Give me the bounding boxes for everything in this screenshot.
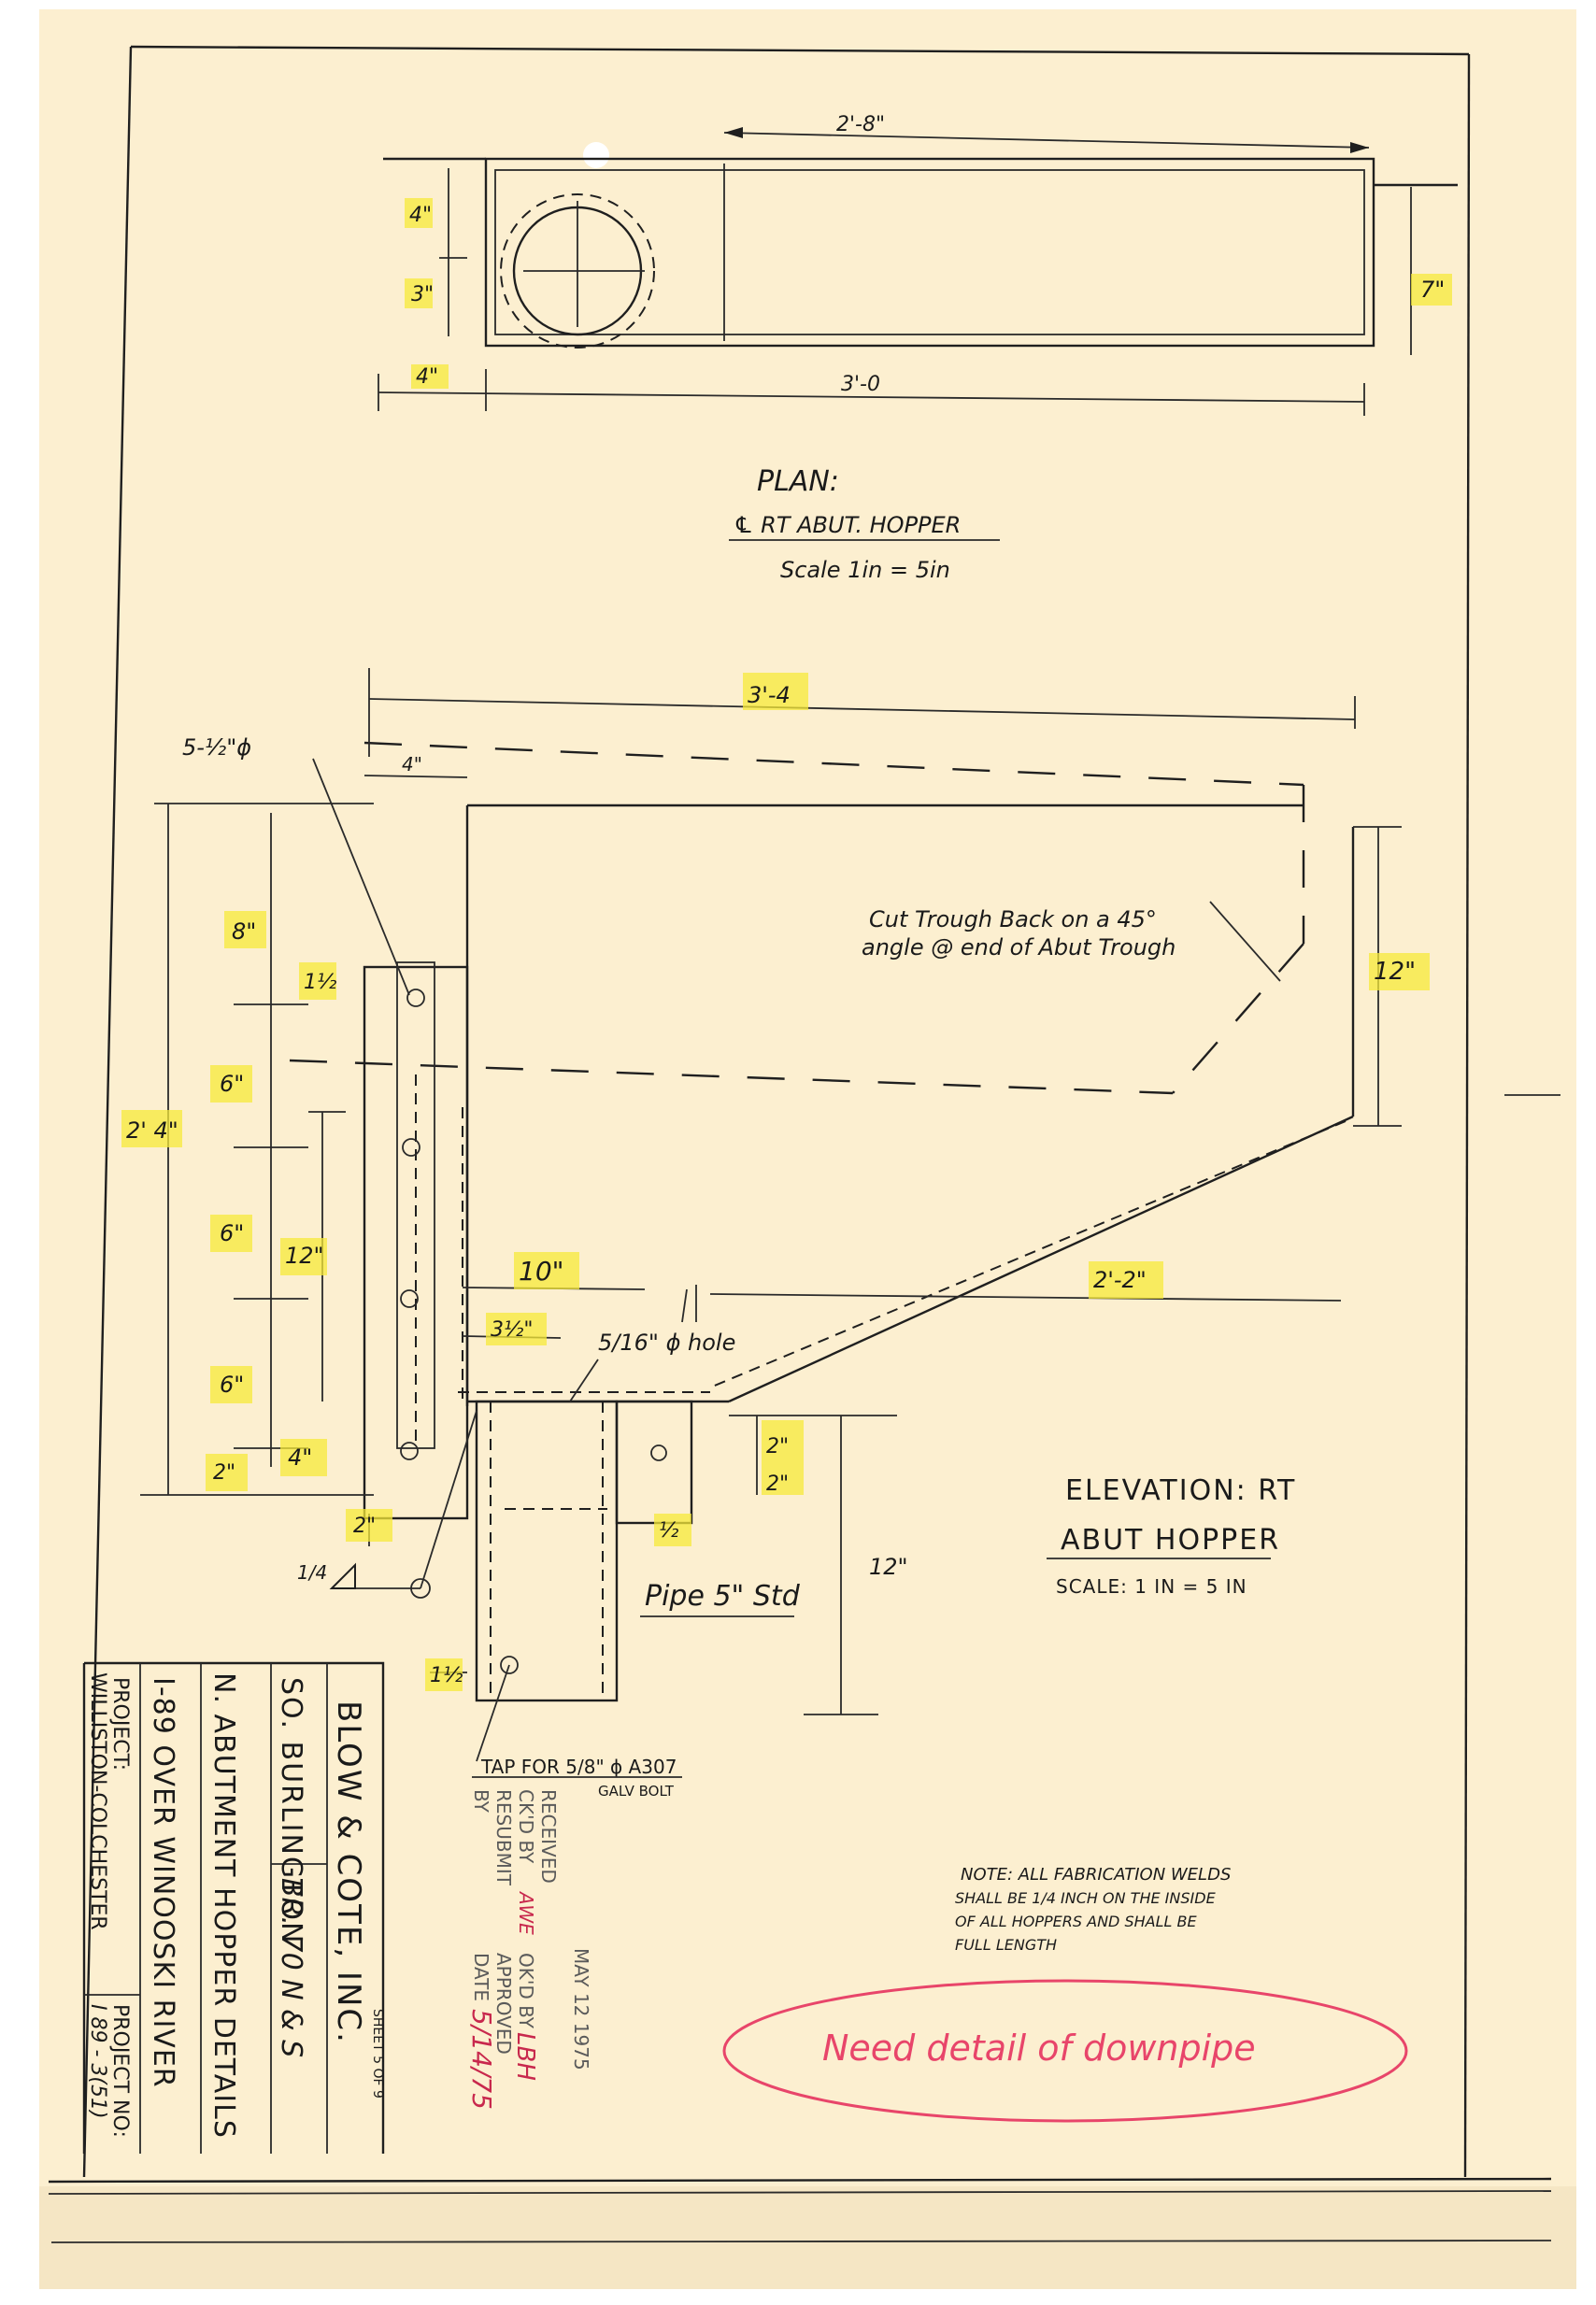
plan-dim-4-highlight <box>405 198 433 228</box>
elev-dim-10: 10" <box>519 1256 564 1287</box>
plan-dim-3-highlight <box>405 278 433 308</box>
plan-dim-left-lower: 3" <box>411 283 434 306</box>
tb-project-no-label: PROJECT NO: <box>108 2004 132 2138</box>
tb-project-name: WILLISTON-COLCHESTER <box>86 1672 109 1930</box>
punch-hole <box>583 142 609 168</box>
plan-dim-top: 2'-8" <box>836 113 885 136</box>
review-stamp: RECEIVED CK'D BY RESUBMIT BY MAY 12 1975… <box>466 1789 592 2110</box>
stamp-date-received: MAY 12 1975 <box>570 1948 592 2070</box>
tb-project-label: PROJECT: <box>108 1677 132 1771</box>
review-comment: Need detail of downpipe <box>822 2028 1256 2069</box>
elev-dim-8: 8" <box>232 918 256 945</box>
stamp-resubmit: RESUBMIT <box>492 1789 515 1886</box>
tb-company: BLOW & COTE, INC. <box>330 1700 367 2044</box>
title-block <box>82 1661 385 2154</box>
elev-dim-2-a: 2" <box>766 1435 789 1458</box>
elev-dim-6-c: 6" <box>220 1372 244 1398</box>
elevation-highlights <box>121 673 1430 1691</box>
paper <box>39 9 1576 2289</box>
stamp-approved: APPROVED <box>492 1953 515 2055</box>
elevation-title-2: ABUT HOPPER <box>1061 1524 1280 1557</box>
elev-dim-6-b: 6" <box>220 1220 244 1246</box>
stamp-okd-initials: LBH <box>511 2032 539 2081</box>
tap-note-line-1: TAP FOR 5/8" ϕ A307 <box>480 1756 677 1778</box>
stamp-okd-by: OK'D BY <box>515 1953 537 2029</box>
note-line-2: SHALL BE 1/4 INCH ON THE INSIDE <box>955 1889 1217 1907</box>
stamp-ckd-by: CK'D BY <box>515 1789 537 1864</box>
plan-dim-left-upper: 4" <box>409 204 432 227</box>
hole-label: 5/16" ϕ hole <box>598 1330 735 1356</box>
drawing-border <box>48 45 1560 2243</box>
plan-dim-4b-highlight <box>411 364 449 389</box>
pipe-label: Pipe 5" Std <box>645 1580 801 1613</box>
tb-town: SO. BURLINGTON <box>275 1677 307 1944</box>
elev-dim-2-low: 2" <box>213 1461 235 1485</box>
review-comment-oval <box>722 1979 1408 2123</box>
stamp-date: DATE <box>470 1953 492 2001</box>
tb-route: I-89 OVER WINOOSKI RIVER <box>147 1677 179 2088</box>
note-line-4: FULL LENGTH <box>955 1936 1057 1954</box>
plan-subtitle: ℄ RT ABUT. HOPPER <box>734 512 961 538</box>
elev-dim-top: 3'-4 <box>748 682 791 708</box>
elev-dim-2-b: 2" <box>766 1473 789 1496</box>
tb-sheet: SHEET 5 OF 9 <box>370 2009 385 2099</box>
note-line-3: OF ALL HOPPERS AND SHALL BE <box>955 1913 1197 1930</box>
stamp-ckd-initials: AWE <box>515 1890 537 1935</box>
elevation-view <box>140 668 1402 1762</box>
tb-project-no: I 89 - 3(51) <box>86 2004 109 2119</box>
plan-dim-right: 7" <box>1420 277 1445 303</box>
elev-dim-2-bottom: 2" <box>353 1515 376 1538</box>
plan-title: PLAN: <box>757 465 839 498</box>
tap-note-line-2: GALV BOLT <box>598 1783 675 1800</box>
tb-description: N. ABUTMENT HOPPER DETAILS <box>207 1672 240 2139</box>
cut-note-line-1: Cut Trough Back on a 45° <box>869 906 1157 932</box>
elev-dim-1-5-top: 1½ <box>304 971 336 994</box>
elev-dim-12-left: 12" <box>285 1243 324 1269</box>
elev-dim-half: ½ <box>659 1519 678 1543</box>
elev-dim-12-pipe: 12" <box>869 1554 908 1580</box>
bolt-label: 5-½"ϕ <box>182 734 251 761</box>
plan-scale: Scale 1in = 5in <box>780 557 950 583</box>
plan-dim-bottom-left: 4" <box>416 365 438 389</box>
elev-dim-4-top: 4" <box>402 753 422 775</box>
plan-dim-7-highlight <box>1411 274 1452 306</box>
elevation-scale: SCALE: 1 IN = 5 IN <box>1056 1575 1247 1598</box>
stamp-date-value: 5/14/75 <box>466 2009 497 2110</box>
plan-dim-bottom: 3'-0 <box>841 373 880 396</box>
elev-dim-4-low: 4" <box>288 1444 312 1471</box>
plan-view <box>378 127 1458 416</box>
note-line-1: NOTE: ALL FABRICATION WELDS <box>961 1865 1231 1885</box>
elev-dim-1-5-bottom: 1½ <box>430 1664 463 1687</box>
elev-dim-2-2: 2'-2" <box>1093 1267 1147 1293</box>
paper-bottom-strip <box>39 2186 1576 2289</box>
elev-dim-2-4: 2' 4" <box>126 1117 178 1144</box>
stamp-by: BY <box>470 1789 492 1814</box>
stamp-received: RECEIVED <box>537 1789 560 1884</box>
cut-note-line-2: angle @ end of Abut Trough <box>862 934 1176 960</box>
elev-dim-12-right: 12" <box>1374 958 1416 986</box>
elev-dim-6-a: 6" <box>220 1071 244 1097</box>
elevation-title-1: ELEVATION: RT <box>1065 1474 1296 1507</box>
elev-dim-3-5: 3½" <box>491 1318 533 1342</box>
tb-bridge: BR. 70 N & S <box>275 1878 307 2057</box>
weld-symbol-label: 1/4 <box>297 1561 327 1584</box>
